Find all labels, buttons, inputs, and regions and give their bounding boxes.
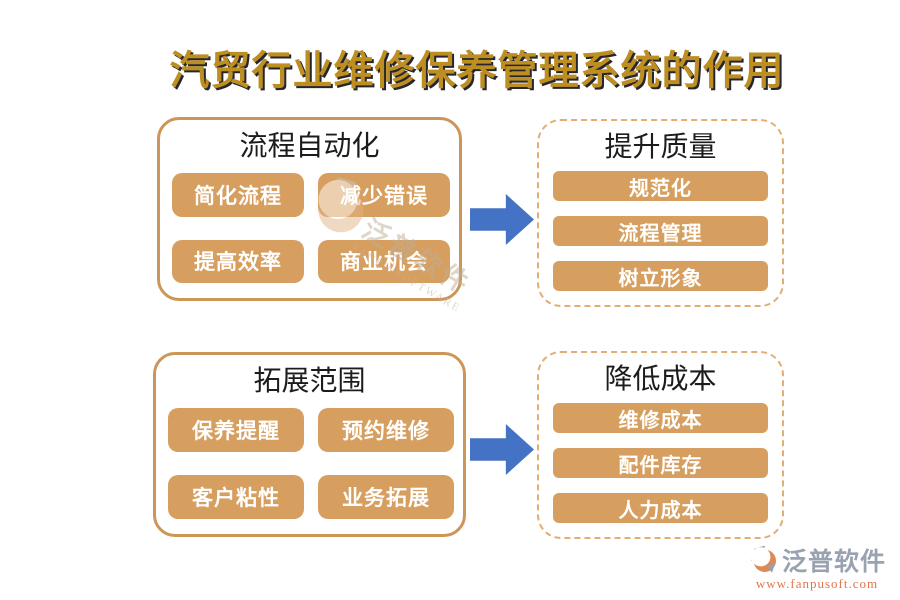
pill-item: 客户粘性: [168, 475, 304, 519]
bar-item: 人力成本: [553, 493, 768, 523]
bar-stack: 维修成本 配件库存 人力成本: [539, 397, 782, 539]
bar-item: 配件库存: [553, 448, 768, 478]
section-reduce-cost: 降低成本 维修成本 配件库存 人力成本: [537, 351, 784, 539]
right-arrow-icon: [470, 424, 534, 475]
page-title: 汽贸行业维修保养管理系统的作用: [169, 48, 785, 93]
pill-item: 提高效率: [172, 239, 304, 283]
bar-stack: 规范化 流程管理 树立形象: [539, 165, 782, 307]
pill-item: 减少错误: [318, 173, 450, 217]
section-improve-quality: 提升质量 规范化 流程管理 树立形象: [537, 119, 784, 307]
bar-item: 规范化: [553, 171, 768, 201]
section-title: 降低成本: [604, 364, 717, 395]
right-arrow-icon: [470, 194, 534, 245]
footer-logo-name: 泛普软件: [781, 549, 886, 576]
section-title: 提升质量: [604, 132, 717, 163]
section-title: 流程自动化: [239, 131, 380, 162]
section-expand-scope: 拓展范围 保养提醒 预约维修 客户粘性 业务拓展: [153, 352, 466, 537]
bar-item: 维修成本: [553, 403, 768, 433]
pill-item: 业务拓展: [318, 475, 454, 519]
fanpu-logo-icon: [751, 545, 776, 573]
pill-item: 商业机会: [318, 239, 450, 283]
pill-item: 保养提醒: [168, 408, 304, 452]
pill-grid: 简化流程 减少错误 提高效率 商业机会: [160, 164, 459, 298]
section-process-automation: 流程自动化 简化流程 减少错误 提高效率 商业机会: [157, 117, 462, 301]
footer-logo-url: www.fanpusoft.com: [755, 576, 879, 591]
bar-item: 树立形象: [553, 261, 768, 291]
pill-item: 预约维修: [318, 408, 454, 452]
pill-item: 简化流程: [172, 173, 304, 217]
footer-logo: 泛普软件 www.fanpusoft.com: [748, 542, 886, 592]
bar-item: 流程管理: [553, 216, 768, 246]
pill-grid: 保养提醒 预约维修 客户粘性 业务拓展: [156, 399, 463, 534]
section-title: 拓展范围: [253, 366, 366, 397]
